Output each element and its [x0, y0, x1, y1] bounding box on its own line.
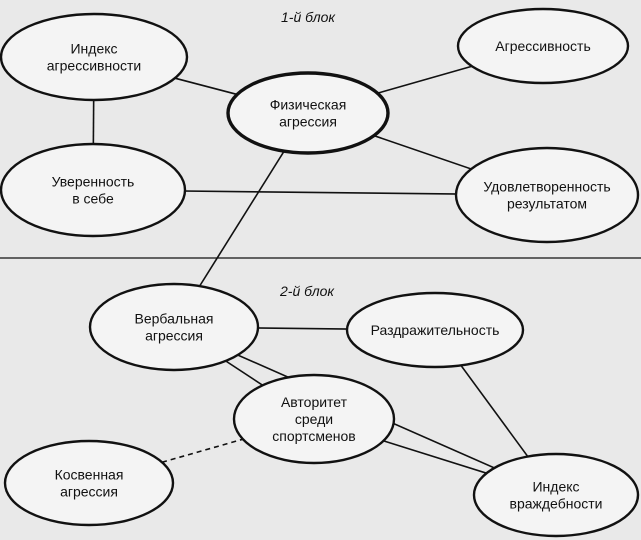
node-hostility-index-ellipse	[472, 452, 640, 538]
node-aggression-index-ellipse	[0, 12, 189, 102]
node-self-confidence-label-line: в себе	[72, 191, 114, 207]
node-physical-aggression-label-line: Физическая	[270, 97, 347, 113]
node-indirect-aggression-ellipse	[3, 439, 175, 527]
node-physical-aggression-ellipse	[226, 71, 390, 155]
node-aggressiveness-label-line: Агрессивность	[495, 38, 591, 54]
nodes-layer: ИндексагрессивностиАгрессивностьФизическ…	[0, 7, 640, 538]
node-authority-among-athletes-label-line: Авторитет	[281, 394, 348, 410]
node-self-confidence-ellipse	[0, 142, 187, 238]
node-aggressiveness: Агрессивность	[456, 7, 630, 85]
block-2-label: 2-й блок	[279, 283, 335, 299]
node-irritability: Раздражительность	[345, 291, 525, 369]
node-indirect-aggression-label-line: Косвенная	[55, 467, 124, 483]
node-aggressiveness-ellipse	[456, 7, 630, 85]
node-aggression-index-label-line: Индекс	[70, 41, 117, 57]
node-verbal-aggression-label-line: агрессия	[145, 328, 203, 344]
node-aggression-index-label-line: агрессивности	[47, 58, 141, 74]
node-authority-among-athletes-ellipse	[232, 373, 396, 465]
node-indirect-aggression-label-line: агрессия	[60, 484, 118, 500]
node-verbal-aggression-label-line: Вербальная	[135, 311, 214, 327]
node-verbal-aggression-ellipse	[88, 282, 260, 372]
node-authority-among-athletes-label-line: среди	[295, 411, 333, 427]
node-irritability-label-line: Раздражительность	[371, 322, 500, 338]
node-result-satisfaction-ellipse	[454, 146, 640, 244]
node-self-confidence-label-line: Уверенность	[52, 174, 135, 190]
node-authority-among-athletes-label-line: спортсменов	[272, 428, 355, 444]
node-result-satisfaction-label-line: Удовлетворенность	[483, 179, 610, 195]
node-result-satisfaction-label-line: результатом	[507, 196, 587, 212]
node-hostility-index-label-line: враждебности	[510, 496, 603, 512]
node-irritability-ellipse	[345, 291, 525, 369]
node-hostility-index-label-line: Индекс	[532, 479, 579, 495]
block-1-label: 1-й блок	[281, 9, 336, 25]
node-physical-aggression-label-line: агрессия	[279, 114, 337, 130]
